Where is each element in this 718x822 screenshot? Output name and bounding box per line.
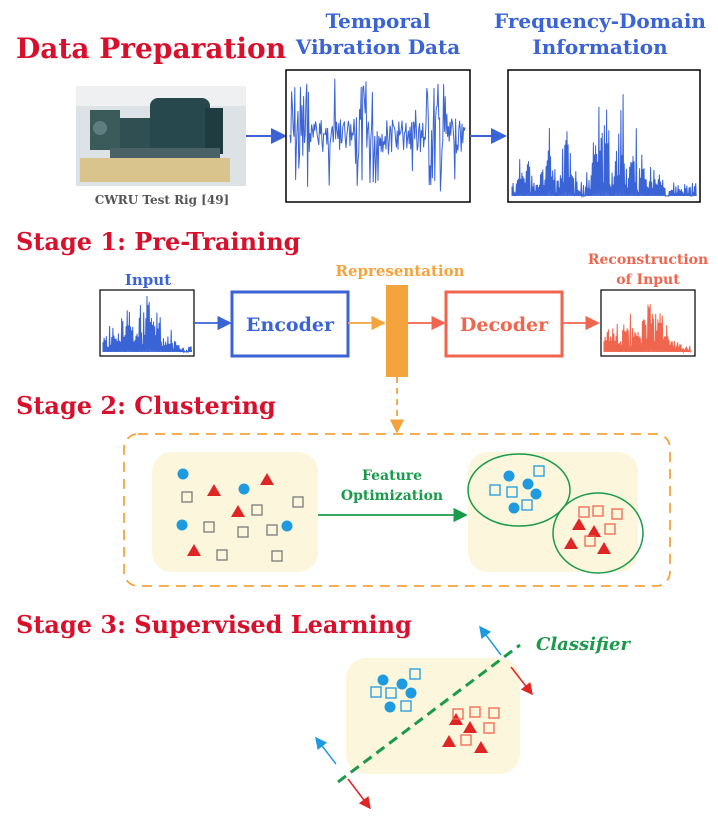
rig-caption: CWRU Test Rig [49] <box>95 193 229 207</box>
cluster-point-circle <box>530 488 542 500</box>
classified-feature-panel <box>346 658 520 774</box>
heading-stage1: Stage 1: Pre-Training <box>16 227 301 256</box>
cluster-point-square <box>385 687 397 699</box>
cluster-point-square <box>592 505 604 517</box>
cluster-point-circle <box>405 687 417 699</box>
cluster-point-square <box>533 465 545 477</box>
input-label: Input <box>125 271 171 289</box>
cluster-point-square <box>216 549 228 561</box>
normal-arrow-bottom-blue <box>315 736 337 765</box>
representation-label: Representation <box>335 262 464 280</box>
cluster-point-square <box>203 521 215 533</box>
cluster-point-triangle <box>572 518 586 530</box>
cluster-point-square <box>611 508 623 520</box>
frequency-spectrum-plot <box>511 94 697 198</box>
normal-arrow-bottom-red <box>347 778 371 810</box>
cluster-point-triangle <box>231 505 245 517</box>
cluster-point-triangle <box>463 721 477 733</box>
temporal-title-line1: Temporal <box>326 9 431 33</box>
reconstruction-line1: Reconstruction <box>588 252 708 268</box>
cluster-point-square <box>271 550 283 562</box>
cluster-point-square <box>506 486 518 498</box>
cluster-ellipse-red <box>552 492 644 574</box>
heading-data-preparation: Data Preparation <box>16 32 286 65</box>
cluster-point-square <box>483 722 495 734</box>
decoder-label: Decoder <box>460 314 549 336</box>
cluster-point-triangle <box>587 525 601 537</box>
encoder-label: Encoder <box>246 314 335 336</box>
cluster-ellipse-blue <box>467 453 571 527</box>
cluster-point-square <box>370 686 382 698</box>
cluster-point-triangle <box>442 735 456 747</box>
cluster-point-square <box>584 535 596 547</box>
decoder-box <box>444 290 564 358</box>
clustered-points <box>489 465 623 554</box>
cluster-point-triangle <box>260 473 274 485</box>
cluster-point-square <box>237 526 249 538</box>
cluster-point-square <box>409 668 421 680</box>
cluster-point-square <box>266 524 278 536</box>
feature-optimization-line1: Feature <box>362 468 422 484</box>
temporal-signal-waveform <box>289 78 466 192</box>
cluster-point-square <box>488 707 500 719</box>
cluster-point-circle <box>177 468 189 480</box>
cluster-point-square <box>460 734 472 746</box>
cluster-point-circle <box>281 520 293 532</box>
cluster-point-circle <box>508 502 520 514</box>
cluster-point-circle <box>377 674 389 686</box>
cluster-point-square <box>251 504 263 516</box>
frequency-title-line2: Information <box>532 35 668 59</box>
cluster-point-circle <box>238 483 250 495</box>
cluster-point-triangle <box>564 537 578 549</box>
cluster-point-square <box>181 491 193 503</box>
cluster-point-square <box>292 496 304 508</box>
cluster-point-circle <box>522 478 534 490</box>
cluster-point-circle <box>176 519 188 531</box>
cluster-point-triangle <box>207 484 221 496</box>
cluster-point-square <box>604 523 616 535</box>
reconstruction-spectrum-plot <box>603 304 692 354</box>
clustering-dashed-container <box>123 433 671 587</box>
cluster-point-square <box>452 708 464 720</box>
encoder-box <box>230 290 350 358</box>
frequency-title-line1: Frequency-Domain <box>494 9 706 33</box>
cluster-point-square <box>400 700 412 712</box>
normal-arrow-top-blue <box>479 625 502 656</box>
cluster-point-triangle <box>187 544 201 556</box>
heading-stage2: Stage 2: Clustering <box>16 391 276 420</box>
representation-bar <box>386 285 408 377</box>
cluster-point-circle <box>396 678 408 690</box>
cluster-point-circle <box>384 701 396 713</box>
cluster-point-square <box>469 706 481 718</box>
classifier-label: Classifier <box>536 634 631 655</box>
cluster-point-circle <box>503 470 515 482</box>
feature-optimization-line2: Optimization <box>341 488 443 504</box>
test-rig-photo <box>76 86 246 186</box>
input-spectrum-plot <box>102 295 192 354</box>
classifier-boundary-line <box>337 643 521 784</box>
cluster-point-square <box>578 506 590 518</box>
cluster-point-square <box>489 484 501 496</box>
heading-stage3: Stage 3: Supervised Learning <box>16 610 412 639</box>
normal-arrow-top-red <box>510 666 533 696</box>
classified-points <box>370 668 500 753</box>
cluster-point-triangle <box>474 741 488 753</box>
cluster-point-square <box>521 499 533 511</box>
unclustered-points <box>176 468 304 562</box>
cluster-point-triangle <box>597 542 611 554</box>
reconstruction-line2: of Input <box>616 272 680 288</box>
temporal-title-line2: Vibration Data <box>295 35 460 59</box>
